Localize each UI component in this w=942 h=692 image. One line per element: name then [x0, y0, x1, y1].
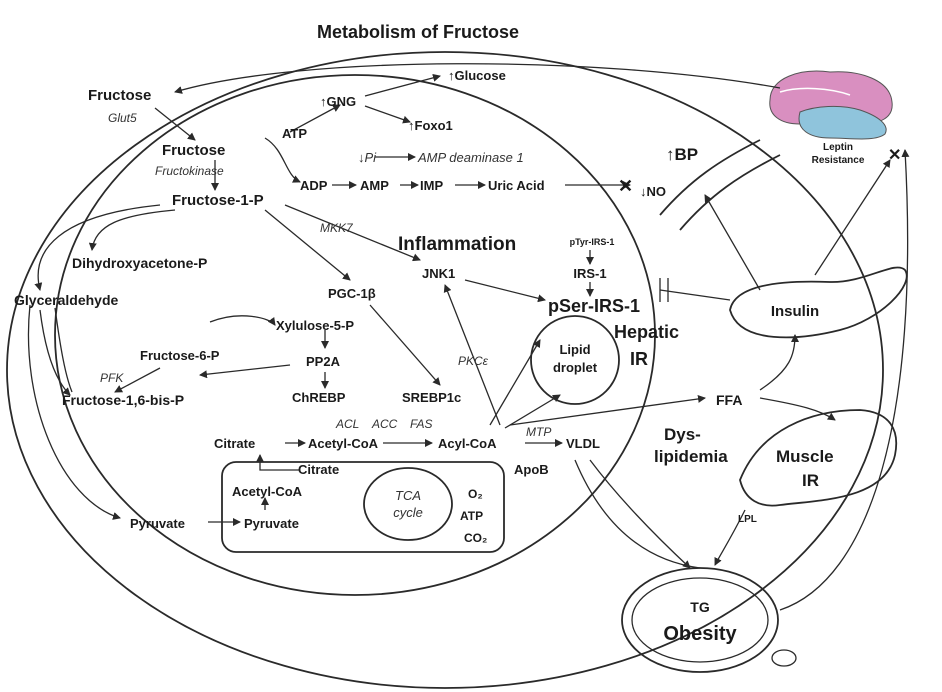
label-lipidemia: lipidemia [654, 447, 728, 466]
pathway-arrows [27, 63, 910, 611]
label-dys: Dys- [664, 425, 701, 444]
label-fructokinase: Fructokinase [155, 164, 224, 178]
label-ffa: FFA [716, 392, 742, 408]
body-outline [6, 51, 884, 689]
label-no: ↓NO [640, 184, 666, 199]
label-apob: ApoB [514, 462, 549, 477]
label-lpl: LPL [738, 514, 757, 525]
label-fructose-extracellular: Fructose [88, 87, 151, 104]
label-fructose-1-6-bis-p: Fructose-1,6-bis-P [62, 392, 184, 408]
inhibit-x-no: ✕ [618, 176, 633, 196]
liver-cell-outline [54, 74, 656, 596]
label-fructose-intracellular: Fructose [162, 142, 225, 159]
brain-icon [769, 70, 893, 140]
adipose-inner [631, 577, 769, 663]
adipose-small-cell [771, 649, 797, 667]
diagram-title: Metabolism of Fructose [317, 22, 519, 42]
label-insulin: Insulin [771, 303, 819, 320]
label-imp: IMP [420, 178, 443, 193]
label-pgc1b: PGC-1β [328, 286, 376, 301]
label-glucose: ↑Glucose [448, 68, 506, 83]
label-chrebp: ChREBP [292, 390, 346, 405]
label-jnk1: JNK1 [422, 266, 455, 281]
adipose-outer [621, 567, 779, 673]
label-gng: ↑GNG [320, 94, 356, 109]
label-co2: CO₂ [464, 531, 487, 545]
label-muscle-ir: IR [802, 471, 819, 490]
label-uric-acid: Uric Acid [488, 178, 545, 193]
muscle-shape [739, 409, 898, 507]
label-leptin: Leptin [823, 142, 853, 153]
label-acc: ACC [371, 417, 398, 431]
label-citrate-mitochondria: Citrate [298, 462, 339, 477]
label-inflammation: Inflammation [398, 234, 516, 255]
label-resistance: Resistance [812, 155, 865, 166]
label-mtp: MTP [526, 425, 551, 439]
lipid-droplet-circle [530, 315, 620, 405]
mitochondrion-box [221, 461, 505, 553]
label-pkce: PKCε [458, 354, 489, 368]
label-acl: ACL [335, 417, 359, 431]
vessel-wall-bottom [679, 154, 781, 231]
label-lipid: Lipid [559, 342, 590, 357]
label-pser-irs1: pSer-IRS-1 [548, 296, 640, 316]
label-tca: TCA [395, 488, 421, 503]
label-citrate-cytosol: Citrate [214, 436, 255, 451]
label-amp-deaminase: AMP deaminase 1 [417, 150, 524, 165]
label-o2: O₂ [468, 487, 483, 501]
label-pp2a: PP2A [306, 354, 341, 369]
label-cycle: cycle [393, 505, 423, 520]
label-mkk7: MKK7 [320, 221, 354, 235]
label-dhap: Dihydroxyacetone-P [72, 255, 207, 271]
label-fas: FAS [410, 417, 432, 431]
label-atp: ATP [282, 126, 307, 141]
label-pfk: PFK [100, 371, 124, 385]
label-tg: TG [690, 599, 710, 615]
label-srebp1c: SREBP1c [402, 390, 461, 405]
label-adp: ADP [300, 178, 328, 193]
label-acetyl-coa-mitochondria: Acetyl-CoA [232, 484, 303, 499]
label-pyruvate-cytosol: Pyruvate [130, 516, 185, 531]
label-bp: ↑BP [666, 145, 698, 164]
label-obesity: Obesity [663, 623, 737, 645]
label-glut5: Glut5 [108, 111, 137, 125]
label-glyceraldehyde: Glyceraldehyde [14, 292, 118, 308]
vessel-wall-top [659, 139, 761, 216]
label-irs1: IRS-1 [573, 266, 606, 281]
label-amp: AMP [360, 178, 389, 193]
label-hepatic: Hepatic [614, 322, 679, 342]
inhibit-x-leptin: ✕ [888, 147, 901, 164]
label-acetyl-coa-cytosol: Acetyl-CoA [308, 436, 379, 451]
label-fructose-1-p: Fructose-1-P [172, 192, 264, 209]
label-pi: ↓Pi [358, 150, 377, 165]
label-ptyr-irs1: pTyr-IRS-1 [570, 237, 615, 247]
tca-cycle-circle [363, 467, 453, 541]
label-atp-mitochondria: ATP [460, 509, 483, 523]
label-vldl: VLDL [566, 436, 600, 451]
label-pyruvate-mitochondria: Pyruvate [244, 516, 299, 531]
label-hepatic-ir: IR [630, 349, 648, 369]
label-muscle: Muscle [776, 447, 834, 466]
label-foxo1: ↑Foxo1 [408, 118, 453, 133]
label-fructose-6-p: Fructose-6-P [140, 348, 220, 363]
label-droplet: droplet [553, 360, 598, 375]
label-xylulose-5-p: Xylulose-5-P [276, 318, 354, 333]
label-acyl-coa: Acyl-CoA [438, 436, 497, 451]
